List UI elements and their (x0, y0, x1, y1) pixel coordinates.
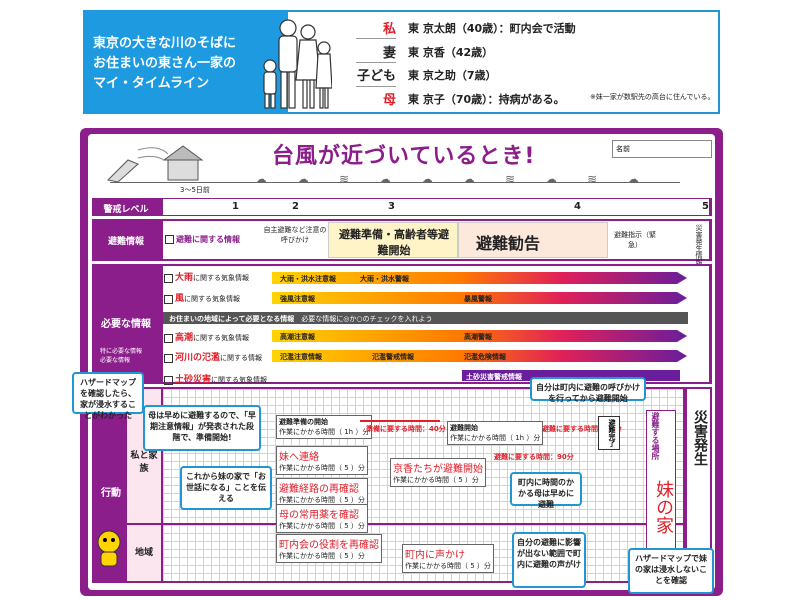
alert-level-label: 警戒レベル (103, 205, 149, 215)
info-landslide[interactable]: 土砂災害に関する気象情報 (164, 372, 267, 385)
info-river[interactable]: 河川の氾濫に関する情報 (164, 350, 262, 363)
family-row-me: 私東 京太朗（40歳）：町内会で活動 (382, 21, 576, 38)
header-title: 東京の大きな川のそばに お住まいの東さん一家の マイ・タイムライン (83, 10, 288, 114)
family-label: 私と家族 (130, 451, 158, 474)
header-note: ※妹一家が数駅先の高台に住んでいる。 (590, 93, 715, 101)
task-medicine[interactable]: 母の常用薬を確認作業にかかる時間（ 5 ）分 (276, 504, 368, 533)
level-4: 4 (574, 201, 581, 212)
task-contact-sister[interactable]: 妹へ連絡作業にかかる時間（ 5 ）分 (276, 446, 368, 475)
evac-item-2: 避難準備・高齢者等避難開始 (339, 228, 449, 257)
callout-community: 自分の避難に影響が出ない範囲で町内に避難の声がけ (512, 532, 586, 588)
callout-hazard-map: ハザードマップを確認したら、家が浸水することがわかった (72, 372, 144, 420)
evac-done: 避難完了 (598, 416, 620, 450)
legend: 特に必要な情報必要な情報 (100, 348, 143, 364)
title-line-1: 東京の大きな川のそばに (93, 36, 237, 51)
family-row-mother: 母東 京子（70歳）：持病がある。 (382, 92, 565, 109)
task-route-check[interactable]: 避難経路の再確認作業にかかる時間（ 5 ）分 (276, 478, 368, 507)
task-community-role[interactable]: 町内会の役割を再確認作業にかかる時間（ 5 ）分 (276, 534, 382, 563)
task-call-out[interactable]: 町内に声かけ作業にかかる時間（ 5 ）分 (402, 544, 494, 573)
name-field[interactable]: 名前 (612, 140, 712, 158)
time-label: 3〜5日前 (180, 186, 210, 194)
shelter-label: 避難する場所 (651, 412, 660, 460)
family-row-wife: 妻東 京香（42歳） (382, 45, 494, 62)
family-row-child: 子ども東 京之助（7歳） (356, 68, 497, 85)
area-header: お住まいの地域によって必要となる情報 必要な情報に◎か○のチェックを入れよう (163, 312, 688, 324)
evac-check[interactable]: 避難に関する情報 (165, 234, 240, 245)
callout-tell-sister: これから妹の家で「お世話になる」ことを伝える (180, 466, 272, 510)
typhoon-illustration (98, 140, 208, 184)
info-wind[interactable]: 風に関する気象情報 (164, 291, 240, 304)
alert-level-track (163, 199, 709, 215)
evac-item-4: 避難指示（緊急） (614, 231, 656, 249)
level-5: 5 (702, 201, 709, 212)
evac-item-1: 自主避難など注意の呼びかけ (263, 226, 327, 244)
family-grid (163, 389, 683, 523)
level-1: 1 (232, 201, 239, 212)
shelter-value: 妹の家 (653, 480, 674, 534)
actions-label: 行動 (101, 488, 121, 499)
gradient-arrows (272, 272, 687, 362)
needed-info-track (163, 266, 709, 382)
family-illustration (252, 14, 333, 112)
time-arrow (110, 182, 680, 194)
needed-info-label: 必要な情報 (101, 319, 151, 330)
weather-icons: ☁☁≋☁☁☁≋☁≋☁ (255, 172, 670, 186)
level-2: 2 (292, 201, 299, 212)
disaster-label: 災害発生 (692, 410, 708, 466)
area-label: 地域 (134, 548, 153, 558)
callout-sister-safe: ハザードマップで妹の家は浸水しないことを確認 (628, 548, 714, 594)
info-storm-surge[interactable]: 高潮に関する気象情報 (164, 330, 249, 343)
callout-call-out-first: 自分は町内に避難の呼びかけを行ってから避難開始 (530, 377, 646, 403)
page-title: 台風が近づいているとき! (272, 144, 536, 169)
task-kyoka-evac[interactable]: 京香たちが避難開始作業にかかる時間（ 5 ）分 (390, 458, 486, 487)
callout-early-start: 母は早めに避難するので、「早期注意情報」が発表された段階で、準備開始! (143, 405, 261, 451)
title-line-3: マイ・タイムライン (93, 76, 210, 91)
level-3: 3 (388, 201, 395, 212)
evac-item-3: 避難勧告 (476, 234, 541, 253)
task-evac-start[interactable]: 避難開始作業にかかる時間（ 1h ）分 (447, 421, 544, 445)
info-rain[interactable]: 大雨に関する気象情報 (164, 270, 249, 283)
callout-mother-early: 町内に時間のかかる母は早めに避難 (510, 472, 582, 509)
task-prep-start[interactable]: 避難準備の開始作業にかかる時間（ 1h ）分 (276, 415, 373, 439)
evac-item-5: 災害発生情報 (695, 224, 703, 266)
title-line-2: お住まいの東さん一家の (93, 56, 237, 71)
mascot-icon (94, 528, 124, 568)
evac-info-label: 避難情報 (107, 237, 144, 247)
area-grid (163, 525, 683, 581)
